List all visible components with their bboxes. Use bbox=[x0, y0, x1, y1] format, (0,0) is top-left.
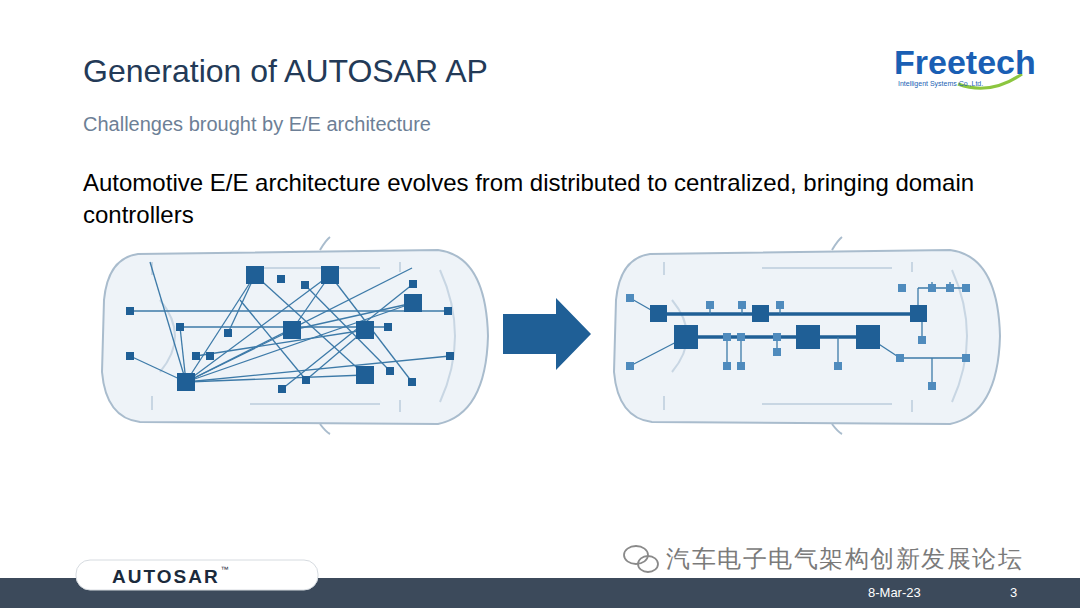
trademark-sign: ™ bbox=[221, 565, 229, 575]
transition-arrow bbox=[503, 298, 591, 370]
logo-tab bbox=[76, 560, 318, 590]
wechat-icon bbox=[624, 546, 658, 572]
company-logo: Freetech bbox=[894, 42, 1036, 83]
page-number: 3 bbox=[1010, 585, 1017, 601]
centralized-car bbox=[614, 237, 1000, 434]
company-tagline: Intelligent Systems Co.,Ltd. bbox=[898, 80, 983, 88]
watermark: 汽车电子电气架构创新发展论坛 bbox=[666, 545, 1023, 574]
slide-title: Generation of AUTOSAR AP bbox=[83, 52, 488, 90]
distributed-car bbox=[102, 237, 488, 434]
date-label: 8-Mar-23 bbox=[868, 585, 921, 601]
body-text: Automotive E/E architecture evolves from… bbox=[83, 167, 1008, 231]
autosar-logo: AUTOSAR bbox=[112, 565, 220, 588]
slide-subtitle: Challenges brought by E/E architecture bbox=[83, 112, 431, 136]
